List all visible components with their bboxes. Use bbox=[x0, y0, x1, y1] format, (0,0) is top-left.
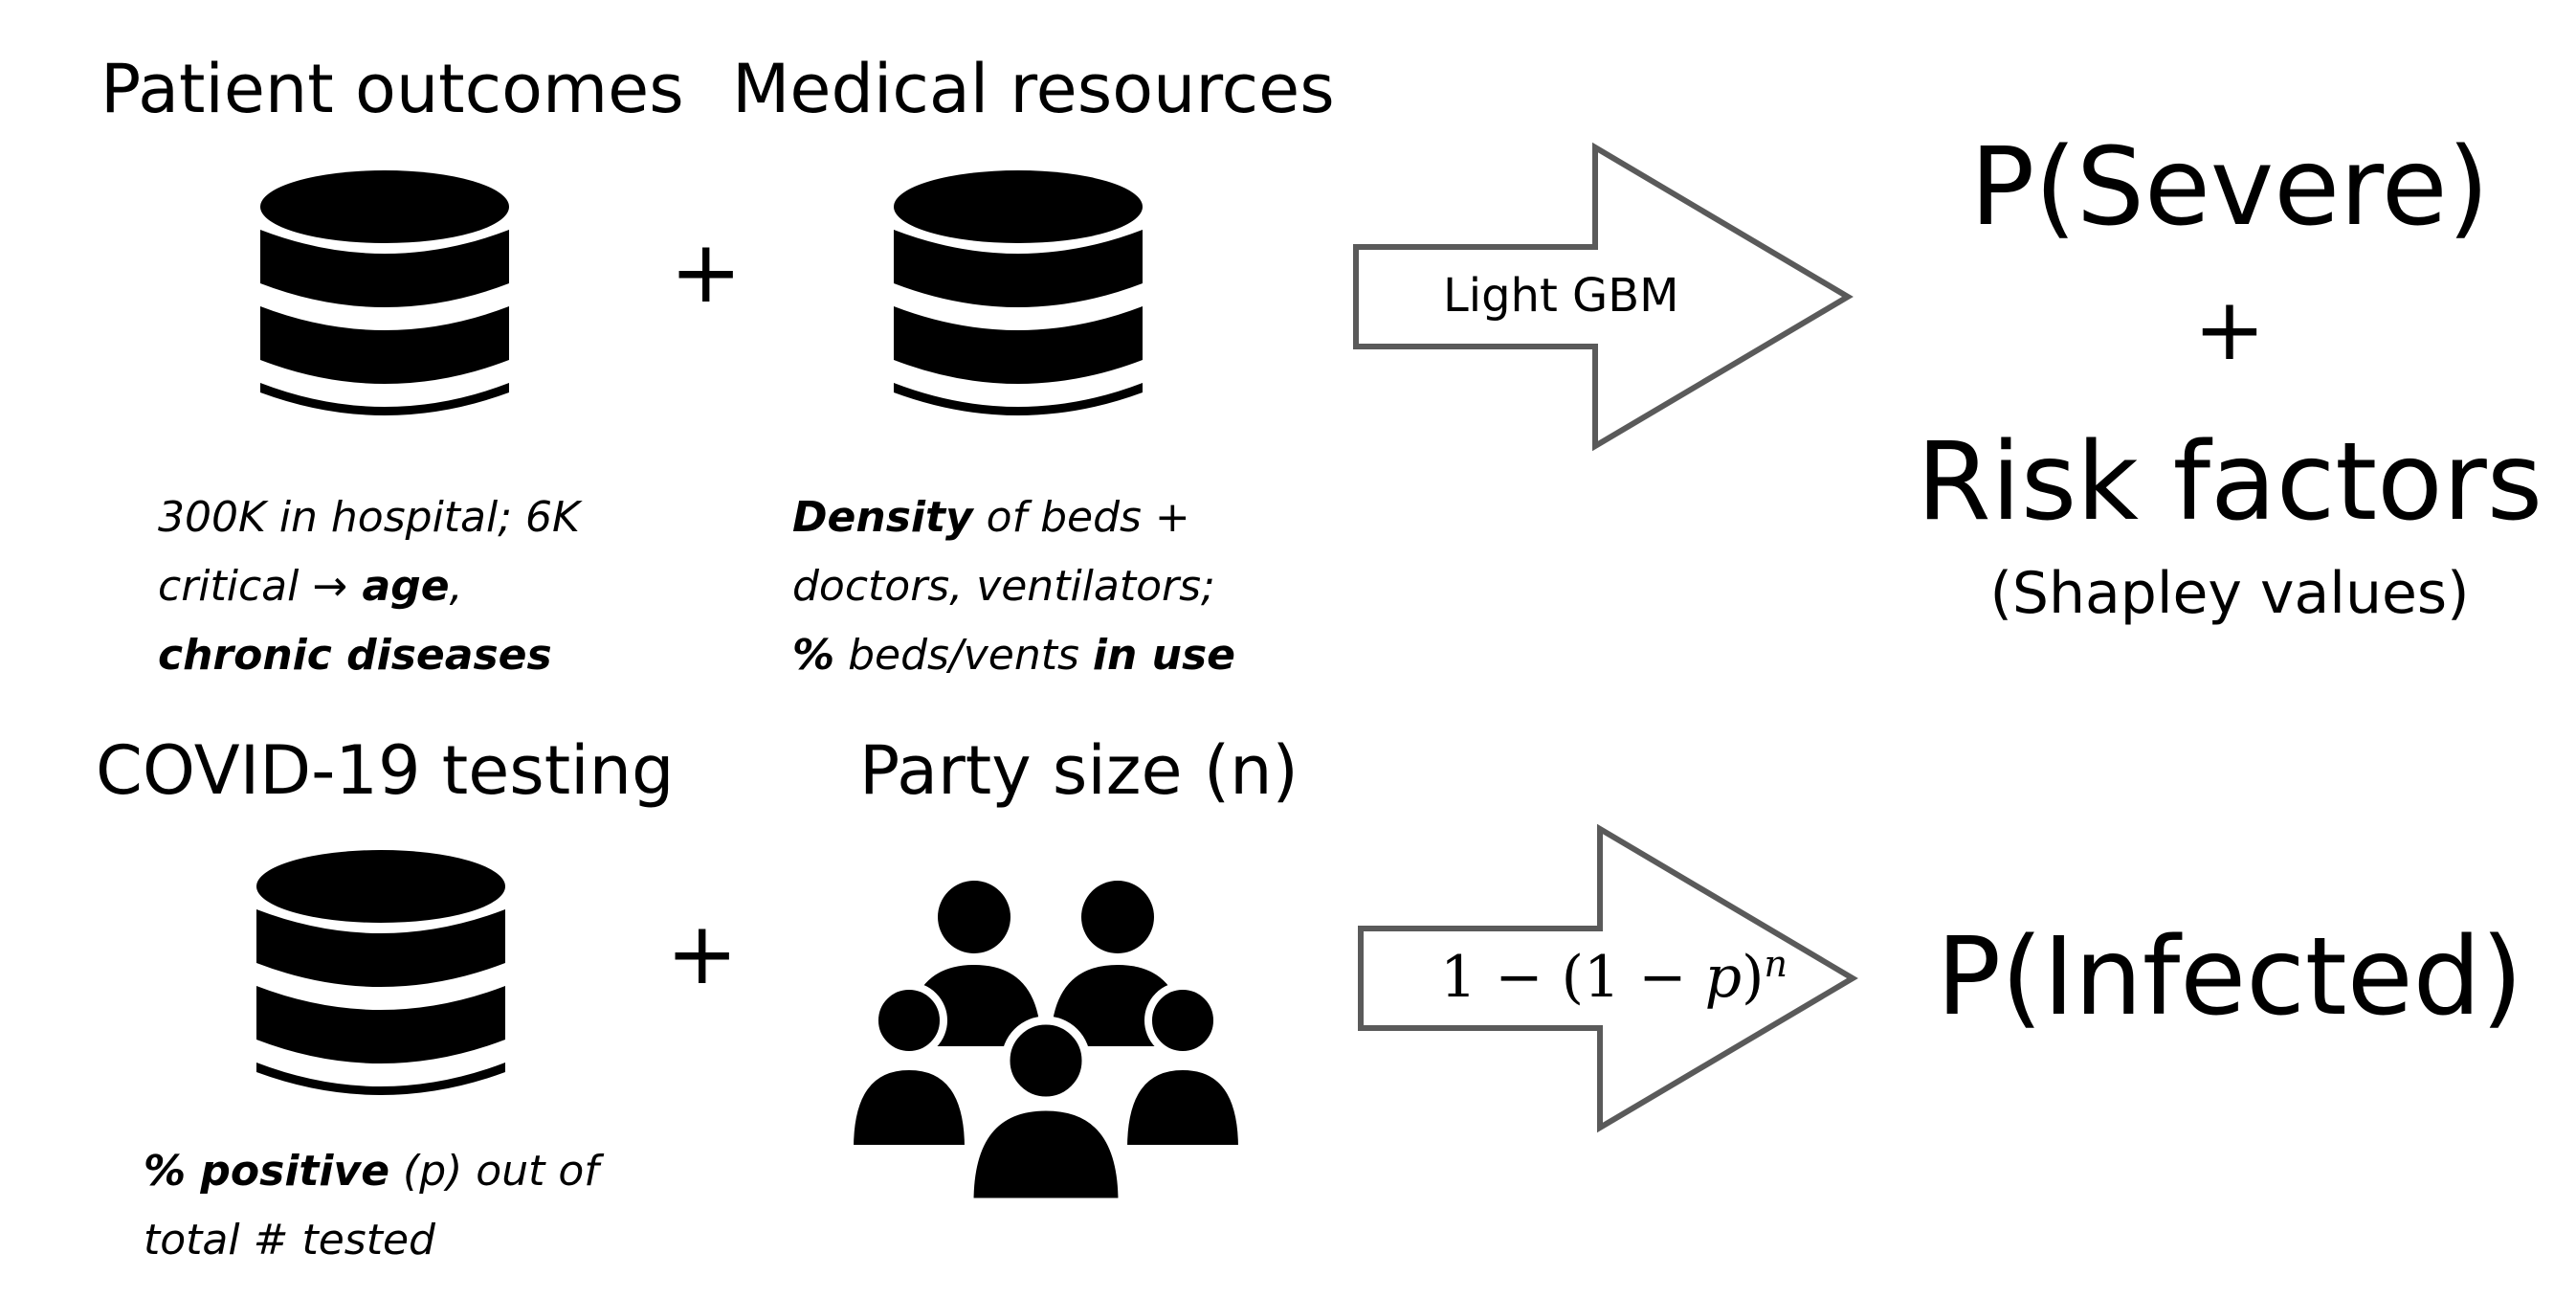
arrow-light-gbm bbox=[1353, 142, 1854, 452]
output-risk-factors: Risk factors bbox=[1916, 420, 2543, 545]
covid-testing-title: COVID-19 testing bbox=[96, 731, 675, 810]
patient-outcomes-note: 300K in hospital; 6K critical → age, chr… bbox=[158, 493, 580, 680]
output-p-severe: P(Severe) bbox=[1969, 125, 2490, 250]
database-icon bbox=[256, 850, 505, 1095]
party-size-title: Party size (n) bbox=[859, 731, 1299, 810]
light-gbm-label: Light GBM bbox=[1443, 269, 1679, 323]
patient-outcomes-title: Patient outcomes bbox=[100, 50, 684, 128]
database-icon bbox=[894, 170, 1143, 415]
plus-sign-bottom: + bbox=[666, 904, 739, 1004]
group-of-people-icon bbox=[845, 881, 1247, 1207]
medical-resources-note: Density of beds + doctors, ventilators; … bbox=[792, 493, 1236, 680]
output-plus: + bbox=[2193, 280, 2266, 380]
plus-sign-top: + bbox=[670, 222, 743, 323]
infection-formula: 1 − (1 − p)n bbox=[1440, 943, 1788, 1011]
output-p-infected: P(Infected) bbox=[1936, 915, 2523, 1040]
output-shapley-values: (Shapley values) bbox=[1989, 560, 2470, 627]
medical-resources-title: Medical resources bbox=[732, 50, 1335, 128]
covid-testing-note: % positive (p) out of total # tested bbox=[144, 1147, 599, 1264]
database-icon bbox=[260, 170, 509, 415]
arrow-formula bbox=[1358, 823, 1858, 1133]
